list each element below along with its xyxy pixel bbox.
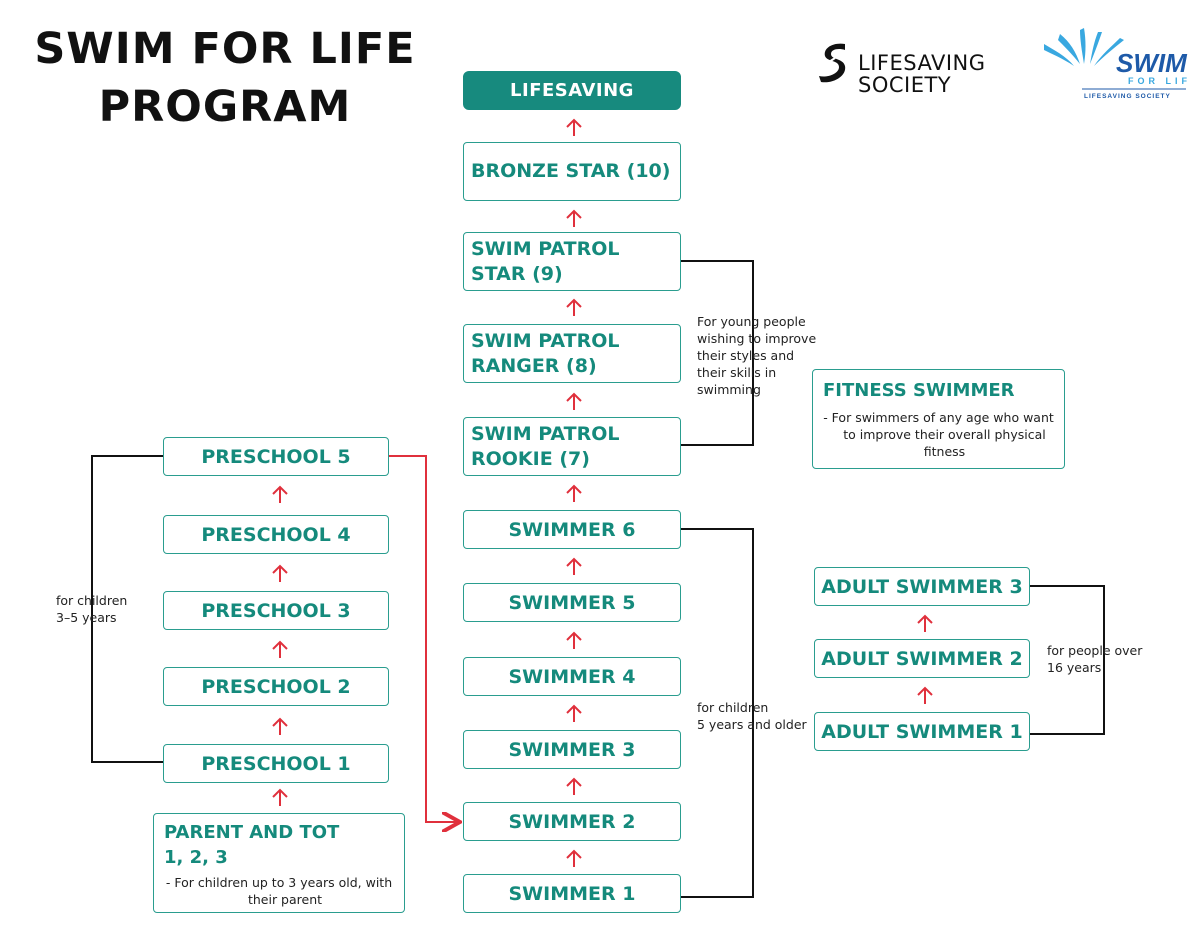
center-arrows <box>566 118 582 867</box>
note-over-16: for people over 16 years <box>1047 642 1142 676</box>
preschool-2-box: PRESCHOOL 2 <box>163 667 389 706</box>
preschool-3-box: PRESCHOOL 3 <box>163 591 389 630</box>
adult-arrows <box>917 614 933 704</box>
parent-tot-title-line-2: 1, 2, 3 <box>164 847 228 868</box>
swim-patrol-ranger-box: SWIM PATROL RANGER (8) <box>463 324 681 383</box>
preschool-4-box: PRESCHOOL 4 <box>163 515 389 554</box>
adult-swimmer-2-box: ADULT SWIMMER 2 <box>814 639 1030 678</box>
swim-patrol-star-box: SWIM PATROL STAR (9) <box>463 232 681 291</box>
adult-swimmer-1-box: ADULT SWIMMER 1 <box>814 712 1030 751</box>
note-children-5-older: for children 5 years and older <box>697 699 807 733</box>
note-young-line-3: their styles and <box>697 348 795 363</box>
swim-patrol-bracket <box>681 260 754 446</box>
fitness-swimmer-box: FITNESS SWIMMER - For swimmers of any ag… <box>812 369 1065 469</box>
swimmer-1-box: SWIMMER 1 <box>463 874 681 913</box>
note-children-5-line-2: 5 years and older <box>697 717 807 732</box>
note-young-people: For young people wishing to improve thei… <box>697 313 816 398</box>
parent-tot-title-line-1: PARENT AND TOT <box>164 822 340 843</box>
logo-swim-text: SWIM <box>1116 48 1188 78</box>
swim-for-life-logo: SWIM FOR LIFE LIFESAVING SOCIETY <box>1044 28 1188 100</box>
fitness-swimmer-description: - For swimmers of any age who want to im… <box>823 410 1054 459</box>
note-children-3-5-line-2: 3–5 years <box>56 610 117 625</box>
preschool-arrows <box>272 485 288 806</box>
swim-patrol-rookie-box: SWIM PATROL ROOKIE (7) <box>463 417 681 476</box>
splash-icon <box>1044 28 1124 66</box>
preschool-5-box: PRESCHOOL 5 <box>163 437 389 476</box>
adult-bracket <box>1030 585 1105 735</box>
note-children-5-line-1: for children <box>697 700 769 715</box>
swim-patrol-star-line-2: STAR (9) <box>471 262 563 285</box>
logo-society-line-2: SOCIETY <box>858 73 952 97</box>
logo-society-line-1: LIFESAVING <box>858 51 986 75</box>
lifesaving-society-logo: LIFESAVING SOCIETY <box>858 52 986 96</box>
swimmer-3-box: SWIMMER 3 <box>463 730 681 769</box>
swimmer-bracket <box>681 528 754 898</box>
swimmer-5-box: SWIMMER 5 <box>463 583 681 622</box>
lifesaving-society-logo-icon <box>819 43 846 83</box>
lifesaving-box: LIFESAVING <box>463 71 681 110</box>
parent-tot-description: - For children up to 3 years old, with t… <box>165 875 393 907</box>
swim-patrol-rookie-line-2: ROOKIE (7) <box>471 447 590 470</box>
note-over-16-line-2: 16 years <box>1047 660 1102 675</box>
swimmer-6-box: SWIMMER 6 <box>463 510 681 549</box>
adult-swimmer-3-box: ADULT SWIMMER 3 <box>814 567 1030 606</box>
note-young-line-2: wishing to improve <box>697 331 817 346</box>
logo-for-life-text: FOR LIFE <box>1128 76 1188 86</box>
title-line-1: SWIM FOR LIFE <box>34 24 416 74</box>
swim-patrol-rookie-line-1: SWIM PATROL <box>471 422 620 445</box>
fitness-swimmer-title: FITNESS SWIMMER <box>823 380 1015 401</box>
swim-patrol-star-line-1: SWIM PATROL <box>471 237 620 260</box>
preschool-1-box: PRESCHOOL 1 <box>163 744 389 783</box>
note-over-16-line-1: for people over <box>1047 643 1143 658</box>
note-young-line-4: their skills in <box>697 365 777 380</box>
parent-and-tot-box: PARENT AND TOT 1, 2, 3 - For children up… <box>153 813 405 913</box>
note-children-3-5: for children 3–5 years <box>56 592 127 626</box>
note-children-3-5-line-1: for children <box>56 593 128 608</box>
swim-patrol-ranger-line-1: SWIM PATROL <box>471 329 620 352</box>
swimmer-2-box: SWIMMER 2 <box>463 802 681 841</box>
bronze-star-box: BRONZE STAR (10) <box>463 142 681 201</box>
page-title: SWIM FOR LIFE PROGRAM <box>20 20 430 136</box>
note-young-line-5: swimming <box>697 382 761 397</box>
preschool-bracket <box>91 455 163 763</box>
swimmer-4-box: SWIMMER 4 <box>463 657 681 696</box>
note-young-line-1: For young people <box>697 314 806 329</box>
title-line-2: PROGRAM <box>98 82 352 132</box>
logo-tagline: LIFESAVING SOCIETY <box>1084 93 1171 100</box>
swim-patrol-ranger-line-2: RANGER (8) <box>471 354 597 377</box>
preschool-to-swimmer-connector <box>389 455 458 822</box>
